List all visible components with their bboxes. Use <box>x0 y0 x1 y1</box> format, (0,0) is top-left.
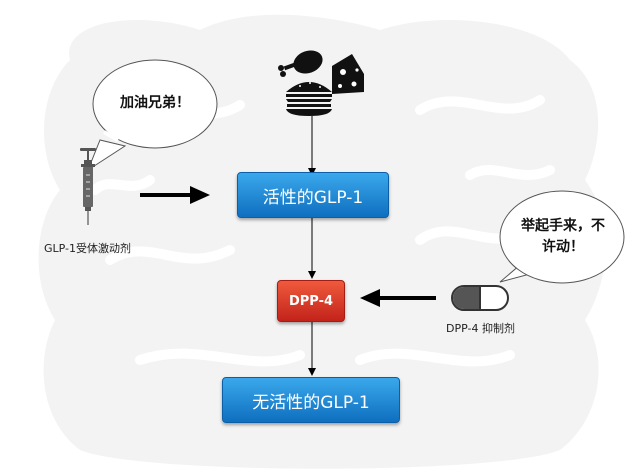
node-active-glp1-label: 活性的GLP-1 <box>262 187 364 208</box>
node-active-glp1: 活性的GLP-1 <box>237 172 389 218</box>
node-dpp4-label: DPP-4 <box>288 293 334 309</box>
agonist-label: GLP-1受体激动剂 <box>44 242 132 255</box>
pill-capsule-icon <box>451 285 509 311</box>
cheese-icon <box>332 54 364 94</box>
node-inactive-glp1-label: 无活性的GLP-1 <box>252 392 370 413</box>
node-inactive-glp1: 无活性的GLP-1 <box>222 377 400 423</box>
speech-bubble-right-text: 举起手来，不 许动！ <box>505 216 621 258</box>
speech-bubble-right-line1: 举起手来，不 <box>521 218 605 234</box>
speech-bubble-right-line2: 许动！ <box>542 239 584 255</box>
arrow-inhibitor-to-dpp4 <box>360 289 436 307</box>
speech-bubble-right <box>499 190 625 284</box>
speech-bubble-left <box>86 59 218 172</box>
inhibitor-label: DPP-4 抑制剂 <box>446 322 515 335</box>
chicken-leg-icon <box>278 50 323 77</box>
syringe-icon <box>80 148 96 225</box>
node-dpp4: DPP-4 <box>277 280 345 322</box>
arrow-agonist-to-active <box>140 186 210 204</box>
speech-bubble-left-text: 加油兄弟！ <box>120 95 190 111</box>
burger-icon <box>286 82 332 116</box>
